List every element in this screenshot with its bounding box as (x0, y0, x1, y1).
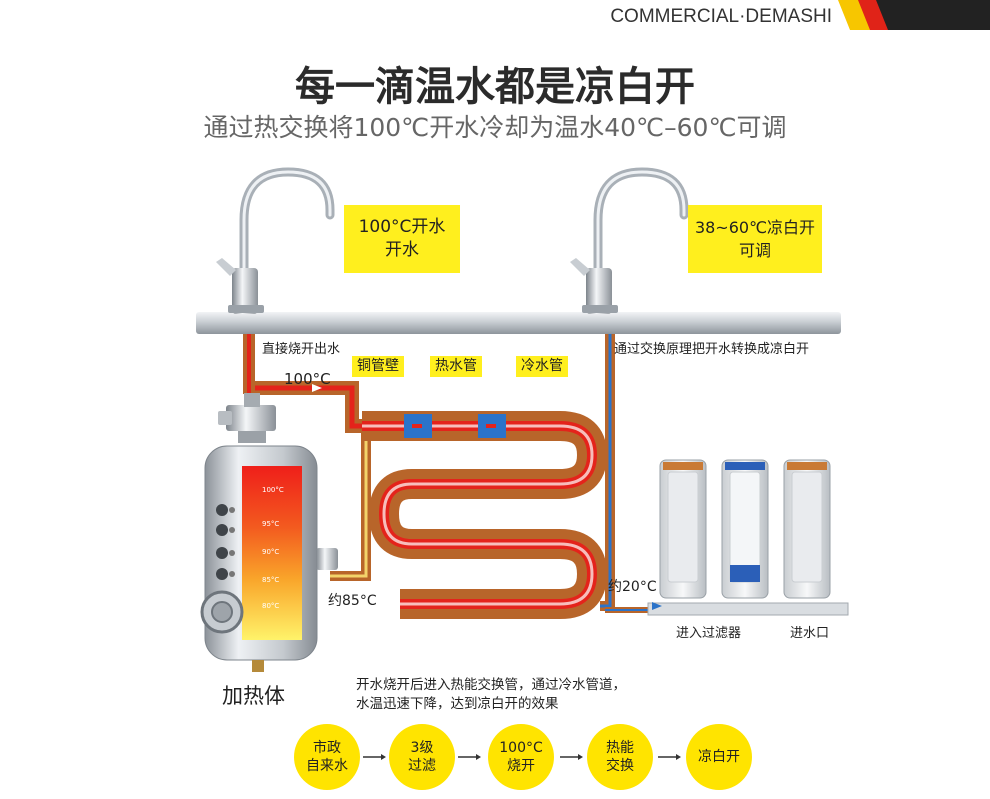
flow-step-5-line1: 凉白开 (698, 749, 740, 765)
cool-water-label-line1: 38~60℃凉白开 (694, 218, 816, 237)
left-faucet (216, 167, 335, 314)
description-line2: 水温迅速下降，达到凉白开的效果 (356, 696, 559, 712)
boiling-water-label-line2: 开水 (385, 240, 419, 260)
flow-step-4-line2: 交换 (606, 758, 634, 774)
cool-water-label-box: 38~60℃凉白开 可调 (688, 205, 822, 273)
flow-step-1-line1: 市政 (313, 740, 341, 756)
page-subtitle: 通过热交换将100℃开水冷却为温水40℃–60℃可调 (203, 113, 787, 142)
flow-step-3-line1: 100°C (499, 740, 543, 756)
flow-step-heat-exchange: 热能交换 (587, 724, 653, 790)
tank-scale-90: 90°C (262, 548, 280, 556)
tank-outlet-pipe (330, 432, 371, 581)
water-inlet-label: 进水口 (790, 626, 830, 641)
flow-step-2-line1: 3级 (410, 740, 434, 756)
valve-assembly (218, 393, 276, 443)
flow-step-cool-boiled-water: 凉白开 (686, 724, 752, 790)
description-line1: 开水烧开后进入热能交换管，通过冷水管道， (356, 677, 626, 693)
boiling-water-label-line1: 100°C开水 (358, 217, 446, 237)
flow-arrows (363, 754, 681, 760)
flow-step-1-line2: 自来水 (306, 758, 348, 774)
tank-scale-100: 100°C (262, 486, 284, 494)
temp-100-label: 100°C (284, 370, 331, 388)
exchange-principle-label: 通过交换原理把开水转换成凉白开 (614, 342, 810, 357)
heat-exchanger-coil (362, 334, 615, 619)
brand-stripes (838, 0, 990, 30)
brand-name: COMMERCIAL·DEMASHI (610, 6, 832, 27)
tank-scale-95: 95°C (262, 520, 280, 528)
flow-step-filtration: 3级过滤 (389, 724, 455, 790)
flow-step-2-line2: 过滤 (408, 758, 436, 774)
flow-step-municipal-water: 市政自来水 (294, 724, 360, 790)
right-faucet (570, 167, 689, 314)
filter-cartridges (647, 459, 849, 616)
page-title: 每一滴温水都是凉白开 (295, 64, 695, 110)
copper-wall-label: 铜管壁 (352, 356, 404, 377)
heater-tank (200, 445, 338, 672)
counter-pipe (196, 312, 841, 334)
filter-in-label: 进入过滤器 (676, 626, 742, 641)
boiling-water-label-box: 100°C开水 开水 (344, 205, 460, 273)
temp-85-label: 约85°C (328, 593, 377, 609)
tank-scale-85: 85°C (262, 576, 280, 584)
flow-step-3-line2: 烧开 (507, 758, 535, 774)
description-text: 开水烧开后进入热能交换管，通过冷水管道， 水温迅速下降，达到凉白开的效果 (356, 676, 626, 714)
cool-water-label-line2: 可调 (738, 241, 771, 260)
flow-step-boiling: 100°C 烧开 (488, 724, 554, 790)
cold-pipe-label: 冷水管 (516, 356, 568, 377)
flow-step-4-line1: 热能 (606, 740, 634, 756)
hot-pipe-label: 热水管 (430, 356, 482, 377)
tank-scale-80: 80°C (262, 602, 280, 610)
heater-label: 加热体 (222, 684, 285, 708)
direct-boil-label: 直接烧开出水 (262, 342, 341, 357)
temp-20-label: 约20°C (608, 579, 657, 595)
